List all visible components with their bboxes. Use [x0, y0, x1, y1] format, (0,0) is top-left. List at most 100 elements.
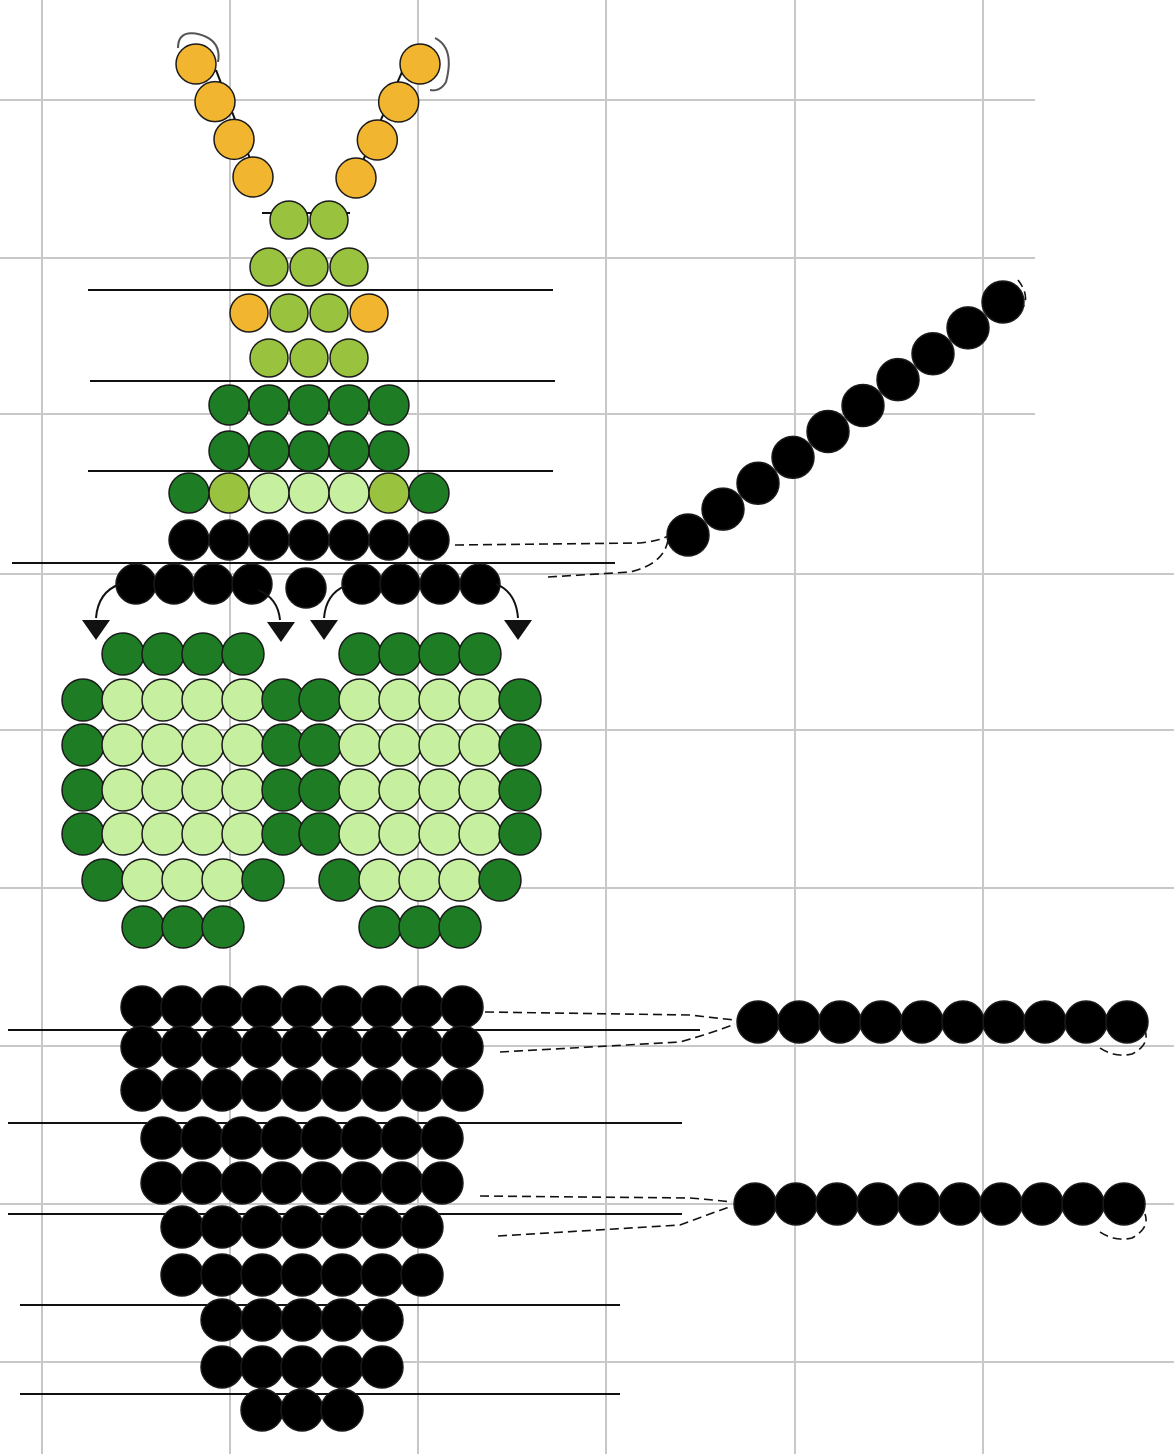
abdomen-bead: [421, 1117, 463, 1159]
wing-base-bead: [232, 564, 272, 604]
leg-bead: [942, 1001, 984, 1043]
wing-bead: [102, 769, 144, 811]
abdomen-bead: [241, 1254, 283, 1296]
leg-bead: [982, 281, 1024, 323]
thorax-bead: [249, 385, 289, 425]
abdomen-bead: [201, 986, 243, 1028]
leg-bead: [983, 1001, 1025, 1043]
antenna-bead: [379, 82, 419, 122]
wing-bead: [62, 813, 104, 855]
wing-bead: [339, 769, 381, 811]
abdomen-bead: [241, 1346, 283, 1388]
thorax-bead: [329, 520, 369, 560]
head-bead: [250, 339, 288, 377]
thorax-bead: [289, 431, 329, 471]
leg-bead: [1062, 1183, 1104, 1225]
leg-bead: [939, 1183, 981, 1225]
abdomen-bead: [281, 1299, 323, 1341]
abdomen-bead: [401, 986, 443, 1028]
abdomen-bead: [281, 1254, 323, 1296]
arrow-head: [310, 620, 338, 640]
head-bead: [270, 294, 308, 332]
abdomen-bead: [381, 1162, 423, 1204]
thorax-bead: [369, 520, 409, 560]
head-bead: [310, 294, 348, 332]
wing-bead: [102, 724, 144, 766]
abdomen-bead: [281, 986, 323, 1028]
leg-bead: [877, 359, 919, 401]
thorax-bead: [209, 520, 249, 560]
abdomen-bead: [321, 1299, 363, 1341]
wing-bead: [222, 769, 264, 811]
antenna-bead: [214, 119, 254, 159]
wing-bead: [262, 769, 304, 811]
abdomen-bead: [241, 986, 283, 1028]
thorax-bead: [249, 431, 289, 471]
leg-bead: [1024, 1001, 1066, 1043]
abdomen-bead: [161, 1254, 203, 1296]
wing-bead: [399, 859, 441, 901]
arrow-head: [504, 620, 532, 640]
abdomen-bead: [361, 1069, 403, 1111]
abdomen-bead: [201, 1026, 243, 1068]
leg-bead: [772, 436, 814, 478]
thorax-bead: [369, 431, 409, 471]
wing-bead: [62, 679, 104, 721]
wing-bead: [379, 724, 421, 766]
abdomen-bead: [201, 1069, 243, 1111]
wing-bead: [142, 724, 184, 766]
abdomen-bead: [321, 1389, 363, 1431]
leg-bead: [702, 488, 744, 530]
wing-bead: [242, 859, 284, 901]
head-bead: [230, 294, 268, 332]
abdomen-bead: [401, 1026, 443, 1068]
leg-bead: [737, 1001, 779, 1043]
wing-bead: [359, 859, 401, 901]
abdomen-bead: [321, 1254, 363, 1296]
wing-bead: [102, 813, 144, 855]
wing-bead: [339, 633, 381, 675]
wing-bead: [142, 633, 184, 675]
abdomen-bead: [161, 986, 203, 1028]
abdomen-bead: [401, 1206, 443, 1248]
wing-bead: [499, 679, 541, 721]
abdomen-bead: [341, 1162, 383, 1204]
abdomen-bead: [161, 1026, 203, 1068]
wing-bead: [439, 906, 481, 948]
wing-base-bead: [460, 564, 500, 604]
abdomen-bead: [161, 1069, 203, 1111]
wing-base-bead: [154, 564, 194, 604]
wing-bead: [319, 859, 361, 901]
wing-bead: [182, 724, 224, 766]
wing-bead: [419, 724, 461, 766]
abdomen-bead: [121, 986, 163, 1028]
wing-bead: [299, 679, 341, 721]
abdomen-bead: [121, 1069, 163, 1111]
abdomen-bead: [181, 1162, 223, 1204]
arrow-head: [267, 622, 295, 642]
abdomen-bead: [401, 1254, 443, 1296]
thorax-bead: [369, 473, 409, 513]
abdomen-bead: [321, 1069, 363, 1111]
abdomen-bead: [201, 1299, 243, 1341]
arrow-head: [82, 620, 110, 640]
thorax-bead: [169, 473, 209, 513]
wing-bead: [262, 679, 304, 721]
abdomen-bead: [241, 1026, 283, 1068]
abdomen-bead: [121, 1026, 163, 1068]
wing-bead: [62, 724, 104, 766]
thorax-bead: [329, 431, 369, 471]
wing-base-bead: [116, 564, 156, 604]
leg-bead: [775, 1183, 817, 1225]
wing-bead: [339, 724, 381, 766]
antenna-bead: [195, 82, 235, 122]
wing-base-bead: [380, 564, 420, 604]
wing-bead: [399, 906, 441, 948]
leg-bead: [901, 1001, 943, 1043]
leg-bead: [667, 514, 709, 556]
antenna-bead: [336, 158, 376, 198]
wing-bead: [419, 769, 461, 811]
abdomen-bead: [321, 1206, 363, 1248]
leg-bead: [819, 1001, 861, 1043]
thorax-bead: [329, 385, 369, 425]
